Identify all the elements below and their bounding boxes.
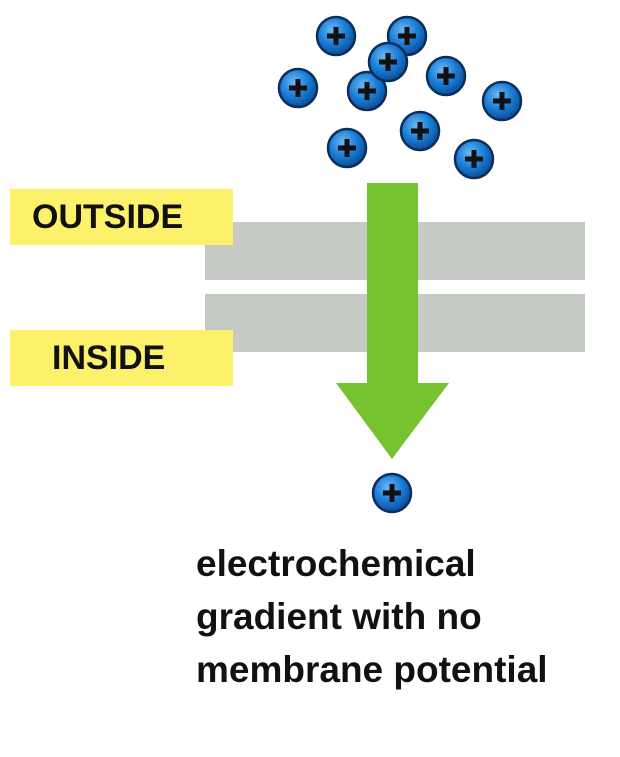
positive-ion-inside [371,472,413,514]
positive-ion-outside [277,67,319,109]
positive-ion-outside [346,70,388,112]
caption-line-3: membrane potential [196,649,548,690]
positive-ion-outside [326,127,368,169]
caption-line-1: electrochemical [196,543,476,584]
ions-layer [277,15,523,514]
caption: electrochemical gradient with no membran… [196,537,606,696]
positive-ion-outside [425,55,467,97]
positive-ion-outside [399,110,441,152]
positive-ion-outside [367,41,409,83]
positive-ion-outside [481,80,523,122]
outside-label-box: OUTSIDE [10,189,233,245]
positive-ion-outside [315,15,357,57]
outside-label: OUTSIDE [32,197,184,236]
inside-label: INSIDE [52,338,166,377]
caption-line-2: gradient with no [196,596,482,637]
positive-ion-outside [453,138,495,180]
down-arrow [336,183,449,459]
inside-label-box: INSIDE [10,330,233,386]
